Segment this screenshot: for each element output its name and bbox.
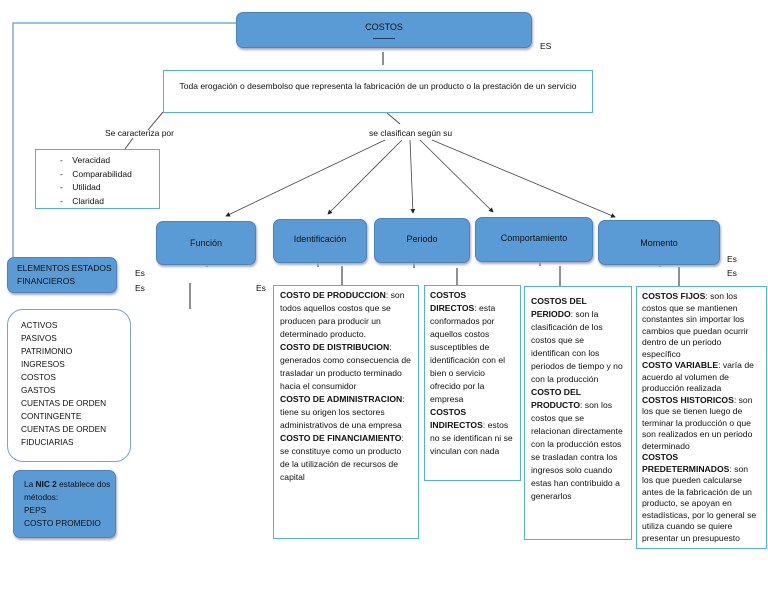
element-item: CUENTAS DE ORDEN FIDUCIARIAS [21, 424, 107, 447]
category-funcion: Función [156, 221, 256, 265]
method-item: COSTO PROMEDIO [24, 518, 101, 528]
element-item: PASIVOS [21, 333, 57, 343]
es-label: Es [727, 268, 737, 278]
momento-a-group: COSTOS FIJOS: son los costos que se mant… [642, 291, 761, 395]
es-label: Es [135, 283, 145, 293]
definition-entry: COSTOS PREDETERMINADOS: son los que pued… [642, 452, 757, 543]
periodo-detail-box: COSTOS DIRECTOS: esta conformados por aq… [424, 285, 521, 481]
characteristic-item: - Comparabilidad [60, 168, 132, 179]
elements-title-box: ELEMENTOS ESTADOS FINANCIEROS [7, 257, 117, 293]
elements-list: ACTIVOS PASIVOS PATRIMONIO INGRESOS COST… [7, 309, 131, 462]
definition-entry: COSTO DE FINANCIAMIENTO: se constituye c… [280, 433, 404, 482]
definition-entry: COSTOS INDIRECTOS: estos no se identific… [430, 407, 513, 456]
nic-box: La NIC 2 establece dos métodos: PEPS COS… [13, 470, 116, 538]
comportamiento-detail-box: COSTOS DEL PERIODO: son la clasificación… [524, 286, 632, 540]
element-item: INGRESOS [21, 359, 65, 369]
es-label: ES [540, 41, 552, 51]
definition-entry: COSTOS FIJOS: son los costos que se mant… [642, 291, 749, 359]
element-item: GASTOS [21, 385, 56, 395]
es-label: Es [727, 254, 737, 264]
classified-label: se clasifican según su [369, 128, 453, 138]
characteristic-item: - Claridad [60, 195, 104, 206]
category-momento: Momento [598, 220, 720, 265]
characterized-label: Se caracteriza por [105, 128, 174, 138]
definition-entry: COSTOS HISTORICOS: son los que se tienen… [642, 394, 753, 451]
definition-entry: COSTO VARIABLE: varía de acuerdo al volu… [642, 360, 754, 393]
es-label: Es [135, 268, 145, 278]
definition-entry: COSTO DE ADMINISTRACION: tiene su origen… [280, 394, 405, 430]
category-identificacion: Identificación [273, 219, 367, 263]
element-item: COSTOS [21, 372, 56, 382]
definition-box: Toda erogación o desembolso que represen… [163, 70, 593, 113]
definition-entry: COSTO DEL PRODUCTO: son los costos que s… [531, 387, 623, 501]
method-item: PEPS [24, 505, 47, 515]
definition-entry: COSTOS DIRECTOS: esta conformados por aq… [430, 290, 506, 404]
characteristics-box: - Veracidad - Comparabilidad - Utilidad … [35, 149, 160, 209]
es-label: Es [256, 283, 266, 293]
definition-entry: COSTO DE DISTRIBUCION: generados como co… [280, 342, 411, 391]
category-comportamiento: Comportamiento [475, 217, 593, 262]
identificacion-detail-box: COSTO DE PRODUCCION: son todos aquellos … [273, 285, 419, 539]
definition-entry: COSTO DE PRODUCCION: son todos aquellos … [280, 290, 405, 339]
element-item: CUENTAS DE ORDEN CONTINGENTE [21, 398, 107, 421]
momento-detail-box: COSTOS FIJOS: son los costos que se mant… [636, 286, 767, 549]
characteristic-item: - Utilidad [60, 182, 101, 192]
costos-root-box: COSTOS [236, 12, 532, 48]
root-title: COSTOS [365, 21, 403, 32]
element-item: PATRIMONIO [21, 346, 73, 356]
underline [373, 37, 395, 39]
characteristic-item: - Veracidad [60, 155, 111, 165]
element-item: ACTIVOS [21, 320, 58, 330]
definition-entry: COSTOS DEL PERIODO: son la clasificación… [531, 296, 623, 384]
category-periodo: Periodo [374, 218, 470, 263]
momento-b-group: COSTOS HISTORICOS: son los que se tienen… [642, 395, 761, 545]
